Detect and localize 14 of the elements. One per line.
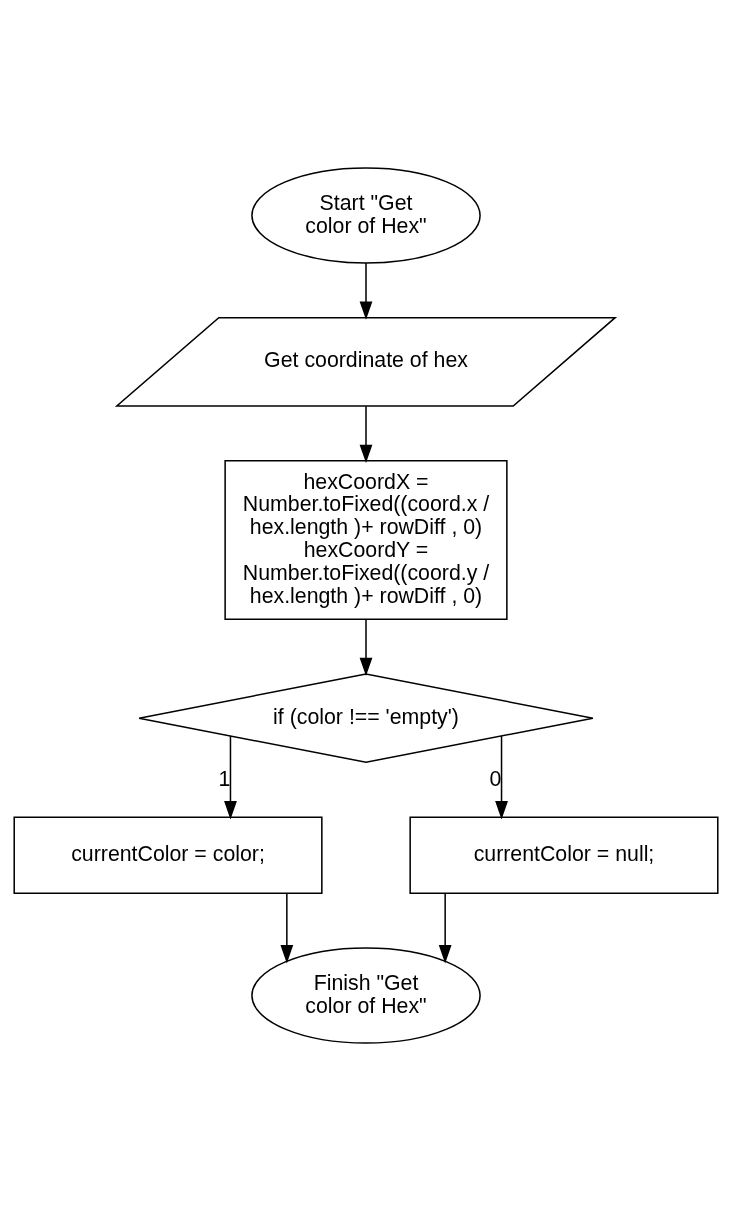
node-ellipse: Start "Get color of Hex" [251, 167, 481, 264]
arrow [359, 405, 373, 464]
arrow [280, 892, 294, 964]
arrow [359, 618, 373, 676]
node-box: currentColor = null; [409, 816, 719, 895]
node-box: currentColor = color; [13, 816, 323, 895]
edge-label: 1 [218, 767, 231, 792]
arrow [359, 262, 373, 320]
arrow [224, 735, 237, 820]
node-diamond: if (color !== 'empty') [138, 673, 594, 764]
edge-label: 0 [489, 767, 502, 792]
node-box: hexCoordX = Number.toFixed((coord.x / hex.length )+ rowDiff , 0) hexCoordY = Number.toFixed((coord.y / hex.length )+ rowDiff , 0) [224, 460, 508, 620]
arrow [495, 735, 508, 820]
arrow [438, 892, 452, 964]
